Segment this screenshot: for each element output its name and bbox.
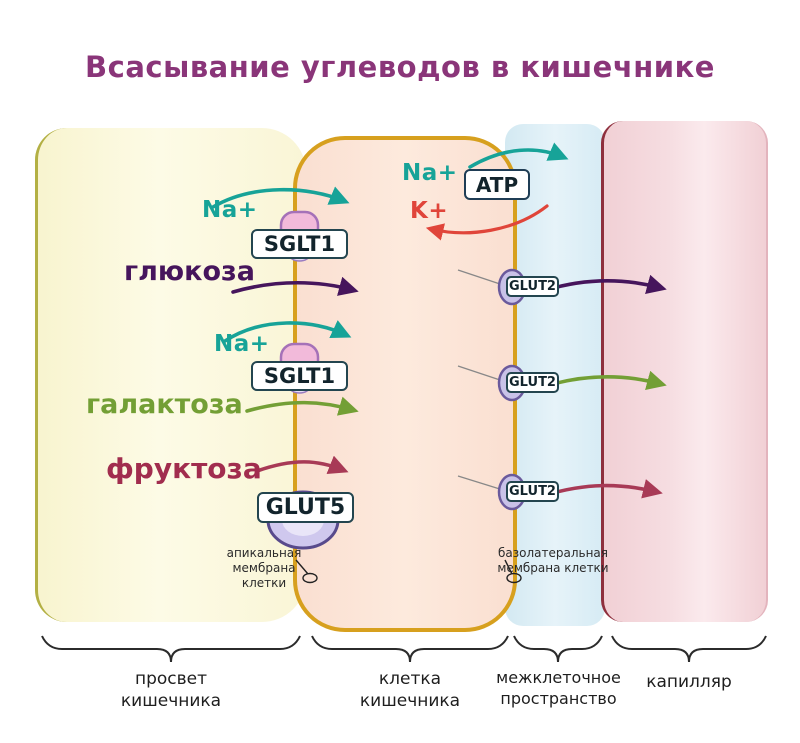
glucose-uptake-arrow [231, 276, 359, 296]
basolateral-membrane-pointer [504, 559, 522, 584]
capillary-region [601, 121, 768, 622]
galactose-uptake-arrow [245, 396, 359, 416]
cell-label-line1: клетка [378, 669, 442, 689]
na-pump-arrow [468, 142, 569, 169]
na-label-sglt1-top: Na+ [202, 197, 258, 223]
na-label-sglt1-bottom: Na+ [214, 331, 270, 357]
galactose-exit-arrow [544, 370, 667, 390]
lumen-label-line2: кишечника [120, 691, 222, 712]
lumen-region-label: просвет кишечника [106, 668, 236, 712]
na-label-pump: Na+ [402, 160, 458, 186]
intercellular-brace [513, 635, 603, 663]
glut2-label-top: GLUT2 [506, 276, 559, 297]
sglt1-label-bottom: SGLT1 [251, 361, 348, 391]
k-label: K+ [410, 198, 449, 224]
galactose-label: галактоза [86, 389, 243, 420]
glut5-label: GLUT5 [257, 492, 354, 523]
apical-membrane-label: апикальная мембрана клетки [226, 546, 302, 590]
na-cotransport-arrow-bottom [223, 320, 352, 343]
page-title: Всасывание углеводов в кишечнике [85, 50, 715, 84]
intercellular-label-line2: пространство [500, 688, 617, 708]
apical-membrane-pointer [295, 559, 318, 584]
intercellular-region-label: межклеточное пространство [491, 668, 626, 710]
glut2-label-bottom: GLUT2 [506, 481, 559, 502]
lumen-brace [41, 635, 301, 663]
glucose-label: глюкоза [124, 256, 255, 287]
atp-pump-label: ATP [464, 169, 530, 200]
cell-region-label: клетка кишечника [345, 668, 475, 712]
na-cotransport-arrow-top [211, 186, 350, 209]
cell-brace [311, 635, 509, 663]
cell-label-line2: кишечника [359, 691, 461, 712]
fructose-exit-arrow [544, 479, 663, 499]
glut2-label-middle: GLUT2 [506, 372, 559, 393]
capillary-region-label: капилляр [646, 672, 732, 692]
sglt1-label-top: SGLT1 [251, 229, 348, 259]
glucose-exit-arrow [544, 274, 667, 294]
capillary-brace [611, 635, 767, 663]
k-pump-arrow [425, 204, 549, 241]
fructose-uptake-arrow [255, 455, 349, 475]
basolateral-membrane-label: базолатеральная мембрана клетки [497, 546, 609, 575]
lumen-label-line1: просвет [134, 669, 208, 689]
intercellular-label-line1: межклеточное [496, 668, 621, 687]
fructose-label: фруктоза [106, 452, 262, 485]
